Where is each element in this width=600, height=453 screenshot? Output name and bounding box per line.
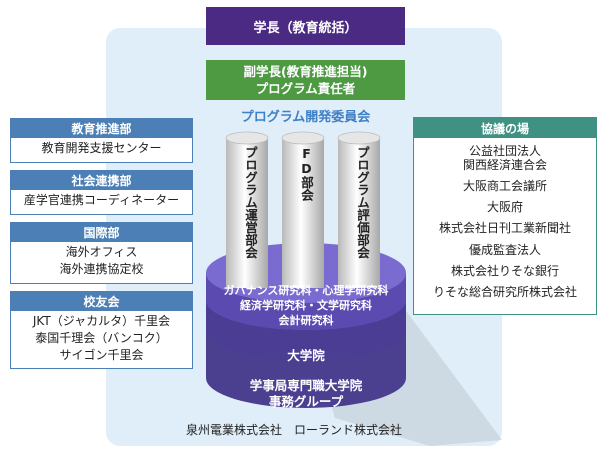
alumni-line3: サイゴン千里会	[59, 348, 144, 362]
international-line2: 海外連携協定校	[59, 262, 144, 276]
graduate-school-label: 大学院	[287, 348, 325, 363]
graduate-schools-line3: 会計研究科	[278, 314, 334, 327]
international-line1: 海外オフィス	[65, 245, 138, 259]
international-box: 国際部 海外オフィス 海外連携協定校	[10, 222, 193, 284]
cylinder-bottom-text: 学事局専門職大学院 事務グループ	[206, 378, 406, 410]
graduate-schools-line2: 経済学研究科・文学研究科	[240, 299, 372, 312]
consultation-item-1a: 公益社団法人	[468, 144, 541, 158]
consultation-item-6: 株式会社りそな銀行	[450, 263, 559, 278]
education-promotion-box: 教育推進部 教育開発支援センター	[10, 118, 193, 163]
pillar-fd-label: FD部会	[299, 146, 314, 201]
pillar-evaluation-label: プログラム評価部会	[355, 146, 370, 259]
vice-president-line2: プログラム責任者	[255, 81, 356, 96]
consultation-box: 協議の場 公益社団法人 関西経済連合会 大阪商工会議所 大阪府 株式会社日刊工業…	[413, 117, 597, 315]
education-promotion-line1: 教育開発支援センター	[41, 141, 162, 155]
alumni-line1: JKT（ジャカルタ）千里会	[32, 314, 171, 328]
consultation-item-5: 優成監査法人	[468, 242, 541, 257]
pillar-shape-1	[225, 131, 269, 288]
social-collaboration-line1: 産学官連携コーディネーター	[23, 193, 180, 207]
consultation-item-1b: 関西経済連合会	[462, 158, 547, 172]
social-collaboration-box: 社会連携部 産学官連携コーディネーター	[10, 170, 193, 215]
education-promotion-title: 教育推進部	[11, 119, 192, 138]
international-title: 国際部	[11, 223, 192, 242]
consultation-item-4: 株式会社日刊工業新聞社	[438, 221, 571, 236]
office-line1: 学事局専門職大学院	[249, 378, 363, 393]
footer-companies: 泉州電業株式会社 ローランド株式会社	[186, 423, 403, 437]
consultation-title: 協議の場	[414, 118, 596, 138]
consultation-item-7: りそな総合研究所株式会社	[432, 285, 577, 300]
pillar-operations-label: プログラム運営部会	[243, 146, 258, 259]
consultation-item-3: 大阪府	[486, 199, 523, 214]
pillar-shape-2	[281, 131, 325, 288]
social-collaboration-title: 社会連携部	[11, 171, 192, 190]
consultation-item-1: 公益社団法人 関西経済連合会	[414, 141, 596, 175]
committee-title: プログラム開発委員会	[240, 110, 371, 125]
graduate-schools-line1: ガバナンス研究科・心理学研究科	[223, 284, 389, 297]
cylinder-top-text: ガバナンス研究科・心理学研究科 経済学研究科・文学研究科 会計研究科	[206, 283, 406, 328]
pillar-shape-3	[337, 131, 381, 288]
pillars-graphic	[225, 131, 381, 288]
vice-president-line1: 副学長(教育推進担当)	[243, 64, 368, 79]
alumni-box: 校友会 JKT（ジャカルタ）千里会 泰国千理会（バンコク） サイゴン千里会	[10, 291, 193, 369]
office-line2: 事務グループ	[268, 394, 344, 409]
president-box: 学長（教育統括）	[206, 7, 405, 45]
consultation-item-2: 大阪商工会議所	[462, 178, 547, 193]
vice-president-box: 副学長(教育推進担当) プログラム責任者	[206, 60, 405, 100]
alumni-line2: 泰国千理会（バンコク）	[35, 331, 168, 345]
president-label: 学長（教育統括）	[253, 20, 358, 36]
alumni-title: 校友会	[11, 292, 192, 311]
